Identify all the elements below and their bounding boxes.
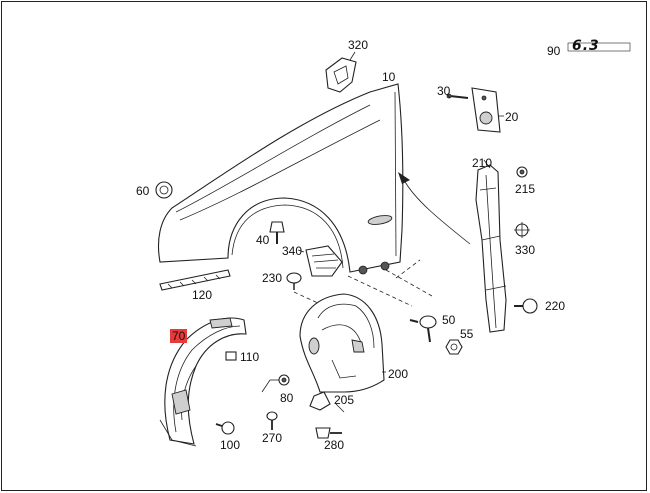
part-label-320[interactable]: 320	[348, 38, 369, 52]
bracket-320-part[interactable]	[325, 57, 357, 93]
part-label-30[interactable]: 30	[437, 84, 451, 98]
part-label-50[interactable]: 50	[442, 313, 456, 327]
part-label-330[interactable]: 330	[515, 243, 536, 257]
liner-200-part[interactable]	[299, 293, 385, 393]
part-label-10[interactable]: 10	[382, 70, 396, 84]
part-label-40[interactable]: 40	[256, 233, 270, 247]
part-label-55[interactable]: 55	[460, 327, 474, 341]
part-label-90[interactable]: 90	[547, 44, 561, 58]
part-label-210[interactable]: 210	[472, 156, 493, 170]
assembly-arrow	[398, 172, 471, 245]
part-label-205[interactable]: 205	[334, 393, 355, 407]
cap-60-part[interactable]	[155, 181, 173, 199]
clip-100-part[interactable]	[215, 421, 235, 435]
part-label-215[interactable]: 215	[515, 182, 536, 196]
nut-55-part[interactable]	[445, 339, 463, 355]
part-label-230[interactable]: 230	[262, 271, 283, 285]
part-label-20[interactable]: 20	[505, 110, 519, 124]
screw-270-part[interactable]	[266, 411, 278, 430]
part-label-280[interactable]: 280	[324, 438, 345, 452]
liner-70-part[interactable]	[159, 317, 247, 447]
clip-205-part[interactable]	[309, 391, 331, 411]
part-label-120[interactable]: 120	[192, 288, 213, 302]
part-label-220[interactable]: 220	[545, 299, 566, 313]
clip-220-part[interactable]	[514, 298, 538, 314]
part-label-100[interactable]: 100	[220, 438, 241, 452]
part-label-110[interactable]: 110	[240, 350, 260, 364]
clip-110-part[interactable]	[225, 351, 237, 361]
emblem-text: 6.3	[572, 38, 600, 54]
grille-340-part[interactable]	[305, 245, 343, 277]
bolt-40-part[interactable]	[269, 221, 285, 244]
screw-280-part[interactable]	[315, 427, 342, 439]
part-label-60[interactable]: 60	[136, 184, 150, 198]
stud-50-part[interactable]	[409, 315, 437, 343]
clip-330-part[interactable]	[514, 222, 530, 238]
part-label-340[interactable]: 340	[282, 244, 303, 258]
part-label-270[interactable]: 270	[262, 431, 283, 445]
part-label-80[interactable]: 80	[280, 391, 294, 405]
clip-215-part[interactable]	[516, 166, 528, 178]
support-210-part[interactable]	[475, 164, 507, 333]
hinge-20-part[interactable]	[471, 87, 501, 133]
emblem-90-part[interactable]	[567, 42, 631, 52]
part-label-70-highlighted[interactable]: 70	[170, 329, 188, 343]
clip-80-part[interactable]	[278, 374, 290, 386]
strip-120-part[interactable]	[159, 269, 231, 291]
fender-part[interactable]	[157, 83, 404, 275]
clip-230-part[interactable]	[286, 272, 302, 290]
part-label-200[interactable]: 200	[388, 367, 409, 381]
